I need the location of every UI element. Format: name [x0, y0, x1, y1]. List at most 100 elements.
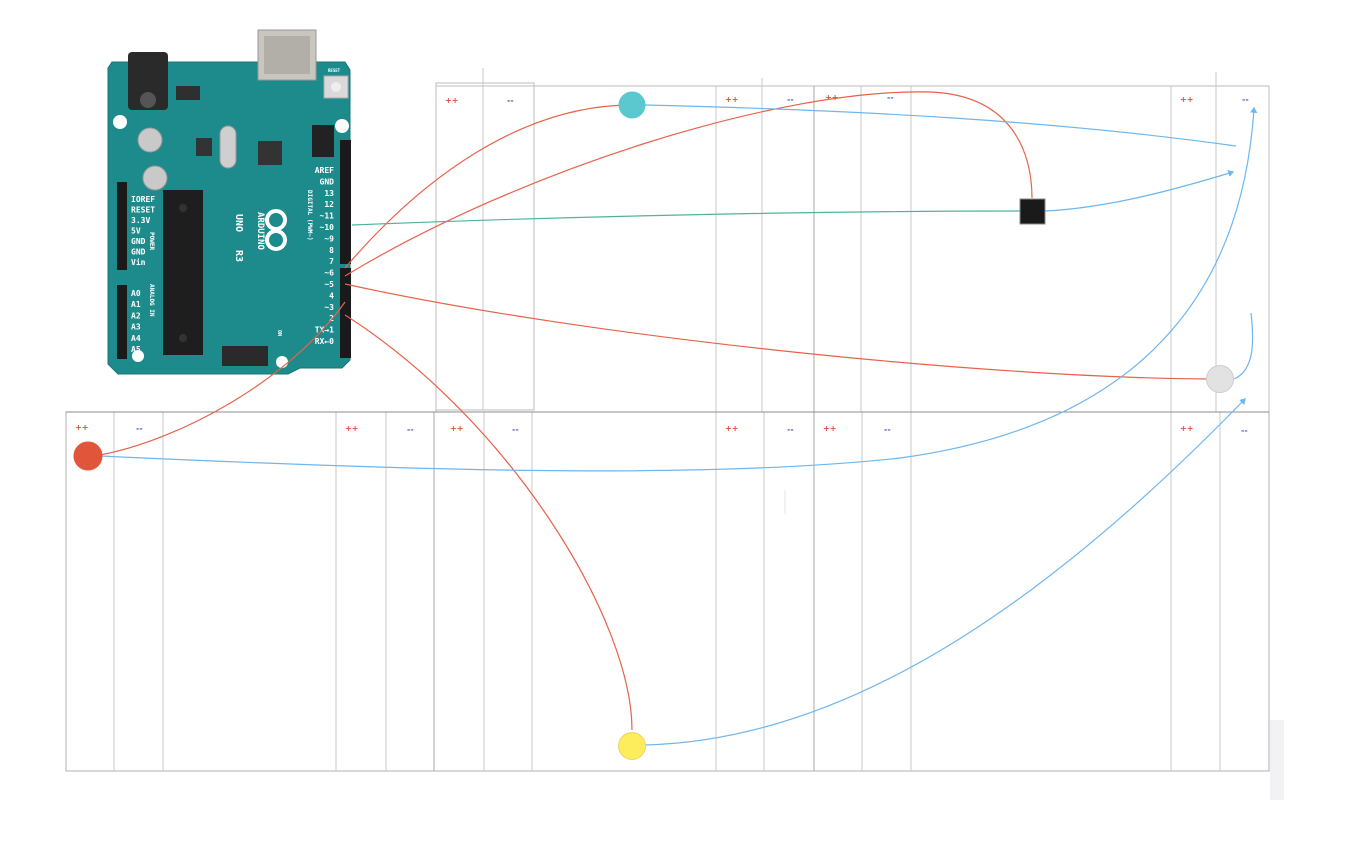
- arduino-board[interactable]: ARDUINO UNO R3 DIGITAL (PWM~) POWER ANAL…: [107, 29, 351, 375]
- power-pin-label: 5V: [131, 227, 141, 236]
- plus-label: ++: [1180, 95, 1193, 104]
- top-rail-labels: ++ -- ++ -- ++ -- ++ --: [445, 93, 1249, 105]
- plus-label: ++: [825, 93, 838, 102]
- analog-pin-label: A2: [131, 311, 141, 320]
- minus-label: --: [507, 96, 514, 105]
- wires: [99, 91, 1258, 746]
- digital-pin-label: ~6: [324, 269, 334, 278]
- digital-header-high[interactable]: [340, 140, 351, 264]
- dc-jack: [128, 52, 168, 110]
- wire-red-pin7-to-cyan[interactable]: [344, 104, 633, 269]
- digital-pin-label: ~5: [324, 280, 334, 289]
- reset-label: RESET: [328, 68, 341, 73]
- page-edge-shadow: [1270, 720, 1284, 800]
- led-red[interactable]: [73, 441, 103, 471]
- capacitor: [137, 127, 163, 153]
- digital-pin-label: ~3: [324, 303, 334, 312]
- mount-hole: [335, 119, 349, 133]
- dc-jack-hole: [140, 92, 156, 108]
- digital-pin-label: AREF: [315, 166, 334, 175]
- analog-label: ANALOG IN: [148, 284, 155, 317]
- power-pin-label: IOREF: [131, 195, 155, 204]
- digital-pin-label: ~9: [324, 234, 334, 243]
- black-module[interactable]: [1019, 198, 1046, 225]
- minus-label: --: [512, 425, 519, 434]
- arduino-logo-icon: [265, 209, 287, 251]
- bottom-breadboard: [65, 411, 1270, 772]
- plus-label: ++: [75, 423, 88, 432]
- digital-pin-label: 13: [324, 189, 334, 198]
- mount-hole: [132, 350, 144, 362]
- minus-label: --: [136, 424, 143, 433]
- digital-pin-label: 7: [329, 257, 334, 266]
- minus-label: --: [887, 93, 894, 102]
- digital-pin-label: 4: [329, 291, 334, 300]
- wire-blue-yellow-to-rail[interactable]: [644, 398, 1246, 746]
- mount-hole: [113, 115, 127, 129]
- wire-blue-red-led-to-rail[interactable]: [99, 106, 1258, 472]
- led-cyan[interactable]: [618, 91, 646, 119]
- wire-red-pin6-to-module[interactable]: [344, 91, 1033, 277]
- digital-pin-label: GND: [320, 177, 335, 186]
- crystal: [219, 125, 237, 169]
- reset-button-cap[interactable]: [331, 82, 341, 92]
- power-pin-label: 3.3V: [131, 216, 150, 225]
- analog-pin-label: A1: [131, 300, 141, 309]
- bottom-rail-labels: ++ -- ++ -- ++ -- ++ -- ++ -- ++ --: [75, 423, 1248, 435]
- wire-blue-module-to-rail[interactable]: [1044, 169, 1235, 212]
- plus-label: ++: [725, 424, 738, 433]
- wire-green-pin10-to-module[interactable]: [351, 210, 1021, 226]
- top-breadboard: [435, 68, 1270, 413]
- digital-label: DIGITAL (PWM~): [306, 190, 313, 241]
- plus-label: ++: [445, 96, 458, 105]
- atmega-chip: [163, 190, 203, 355]
- minus-label: --: [1241, 426, 1248, 435]
- plus-label: ++: [345, 424, 358, 433]
- wire-blue-cyan-to-rail[interactable]: [644, 104, 1237, 147]
- minus-label: --: [787, 425, 794, 434]
- icsp-header-top: [312, 125, 334, 157]
- analog-header[interactable]: [117, 285, 127, 359]
- plus-label: ++: [450, 424, 463, 433]
- wire-red-pin4-to-red-led[interactable]: [99, 301, 346, 456]
- minus-label: --: [884, 425, 891, 434]
- minus-label: --: [407, 425, 414, 434]
- analog-pin-label: A0: [131, 289, 141, 298]
- wire-red-pin5-to-gray[interactable]: [344, 283, 1210, 380]
- wire-blue-gray-to-rail[interactable]: [1233, 312, 1254, 380]
- analog-pin-label: A3: [131, 323, 141, 332]
- chip-dot: [179, 334, 187, 342]
- digital-pin-label: RX←0: [315, 337, 334, 346]
- digital-header-low[interactable]: [340, 268, 351, 358]
- board-model: UNO: [233, 214, 244, 232]
- chip-dot: [179, 204, 187, 212]
- power-pin-label: GND: [131, 237, 146, 246]
- on-label: ON: [276, 330, 282, 336]
- capacitor: [142, 165, 168, 191]
- usb-chip: [258, 141, 282, 165]
- analog-pin-label: A4: [131, 334, 141, 343]
- power-pin-label: Vin: [131, 257, 146, 267]
- regulator: [176, 86, 200, 100]
- digital-pin-label: 8: [329, 246, 334, 255]
- top-rail-block-1: [435, 82, 535, 411]
- plus-label: ++: [1180, 424, 1193, 433]
- bottom-board-frame: [65, 411, 1270, 772]
- minus-label: --: [787, 95, 794, 104]
- board-name: ARDUINO: [255, 212, 265, 251]
- digital-pin-label: 12: [324, 200, 334, 209]
- digital-pin-label: TX→1: [315, 326, 334, 335]
- led-yellow[interactable]: [618, 732, 646, 760]
- plus-label: ++: [725, 95, 738, 104]
- power-header[interactable]: [117, 182, 127, 270]
- led-gray[interactable]: [1206, 365, 1234, 393]
- components: [73, 91, 1234, 760]
- plus-label: ++: [823, 424, 836, 433]
- analog-pin-label: A5: [131, 345, 141, 354]
- wire-red-pin3-to-yellow[interactable]: [344, 314, 633, 731]
- mount-hole: [276, 356, 288, 368]
- board-revision: R3: [233, 250, 244, 262]
